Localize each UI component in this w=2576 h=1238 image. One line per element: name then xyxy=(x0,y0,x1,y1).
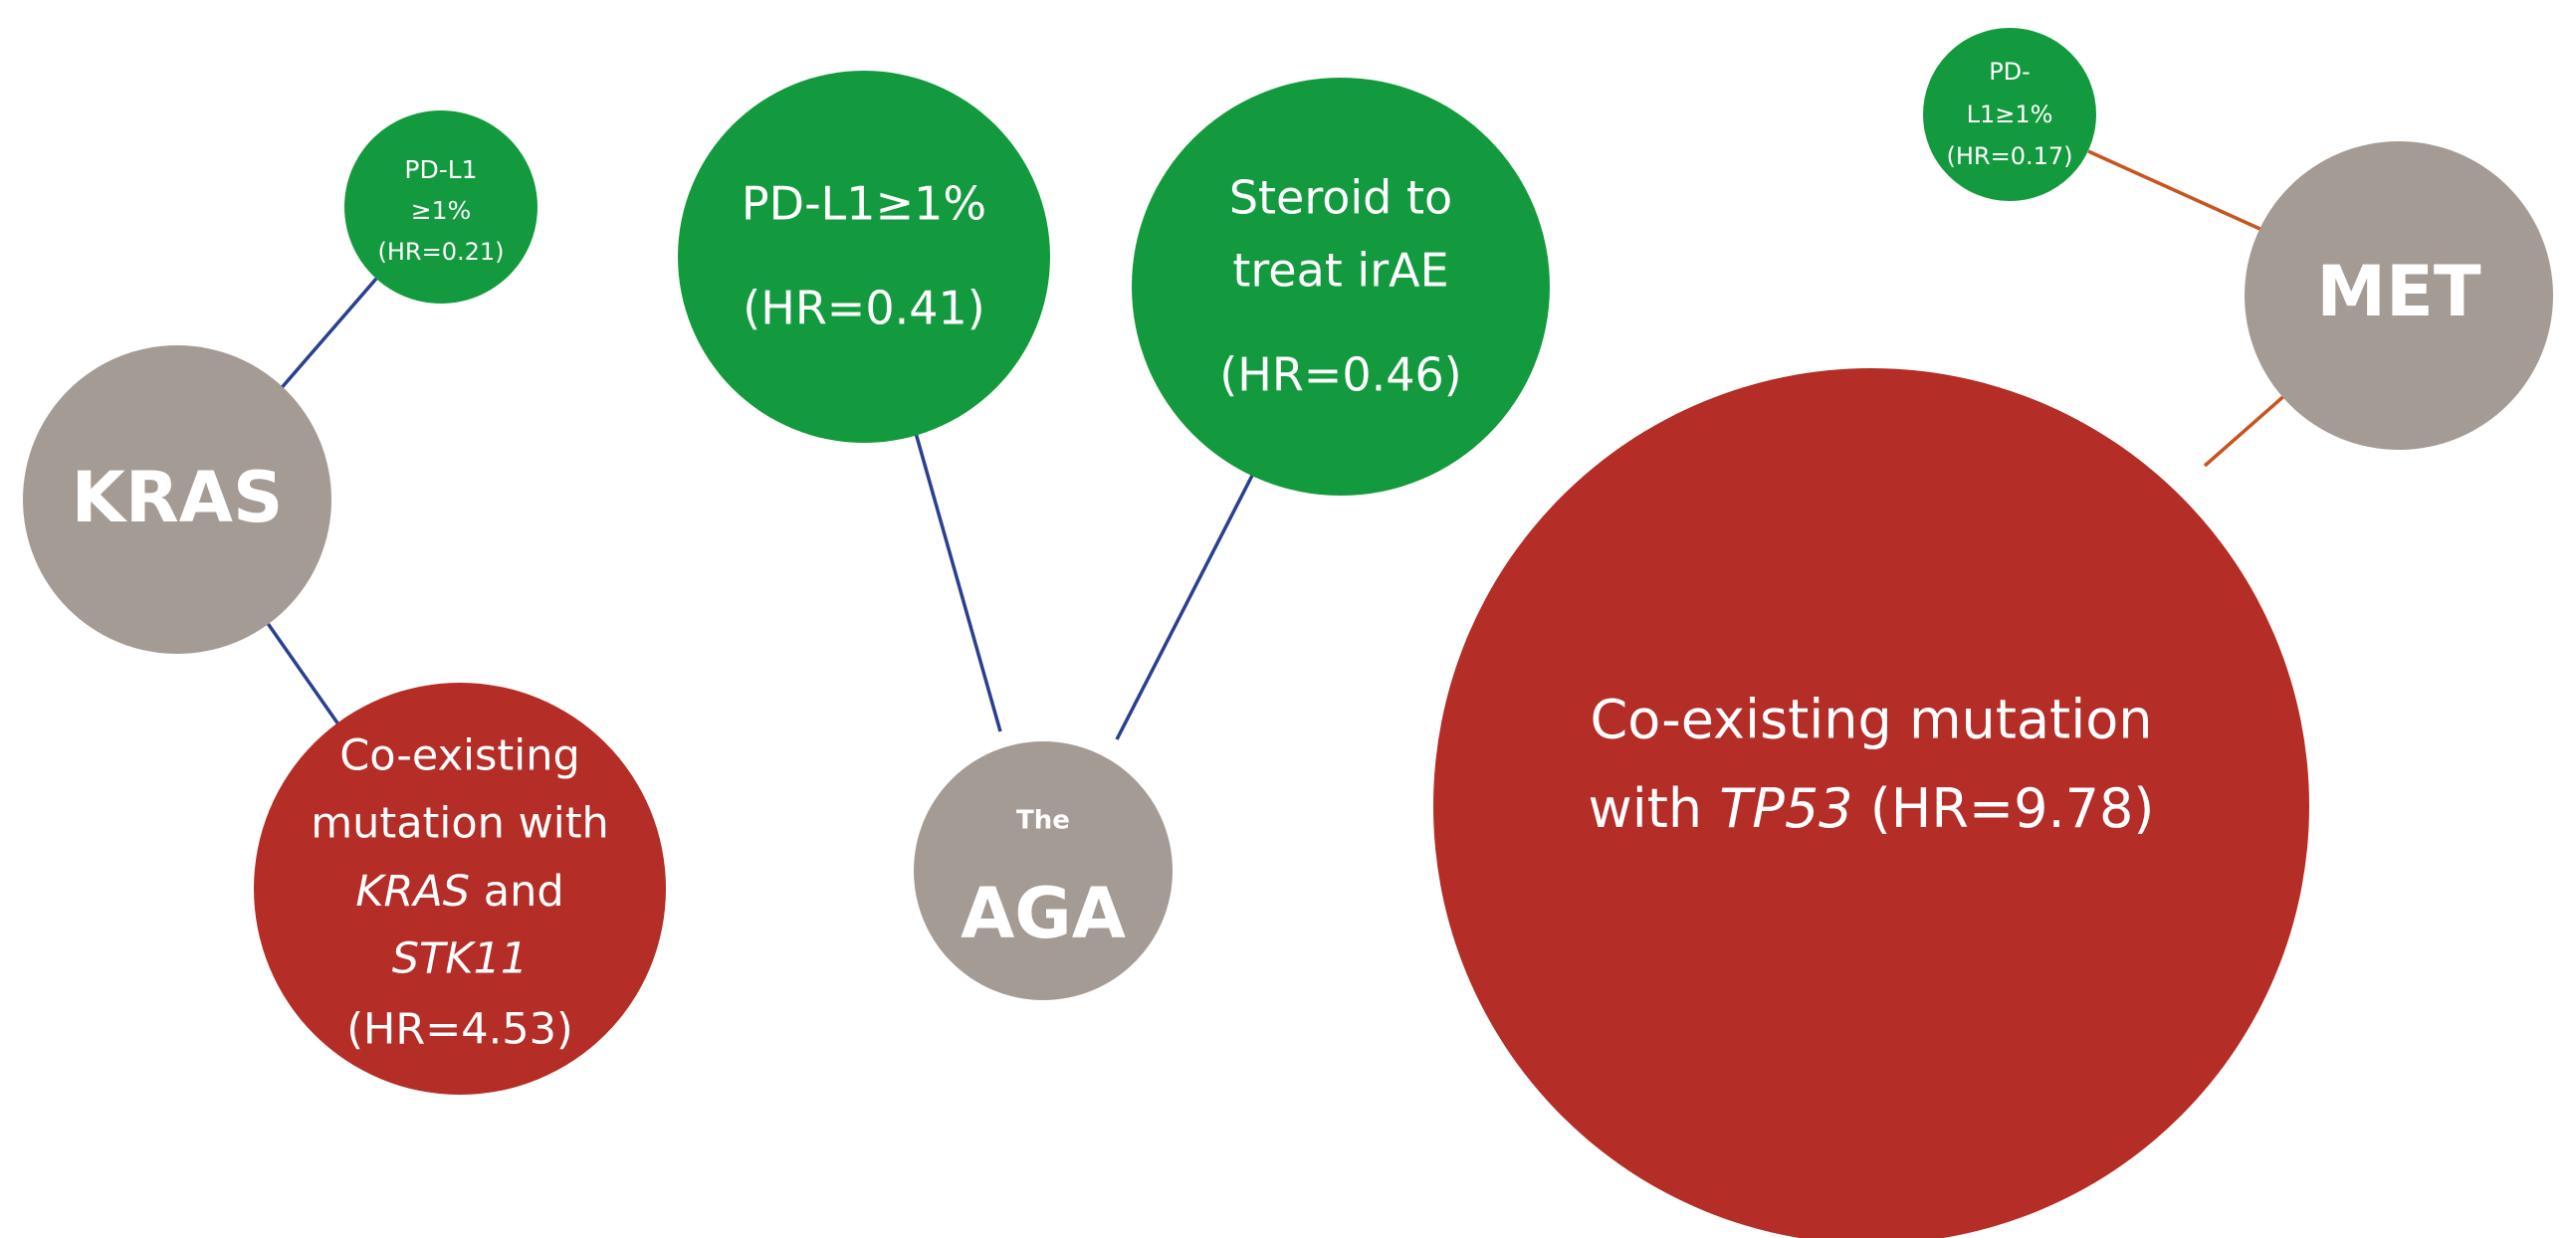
node-met-pdl1-circle xyxy=(1923,28,2096,201)
node-kras-pdl1-circle xyxy=(344,110,537,304)
node-kras-coexist: Co-existing mutation with KRAS and STK11… xyxy=(254,683,666,1095)
hub-aga-circle xyxy=(914,741,1173,1000)
node-aga-steroid-line2: treat irAE xyxy=(1232,244,1448,298)
node-kras-pdl1: PD-L1 ≥1% (HR=0.21) xyxy=(344,110,537,304)
node-aga-steroid-line3: (HR=0.46) xyxy=(1219,348,1461,402)
link-met-tp53 xyxy=(2203,391,2289,468)
node-kras-pdl1-line3: (HR=0.21) xyxy=(378,238,505,266)
node-met-pdl1-line3: (HR=0.17) xyxy=(1947,142,2073,170)
hub-kras-label: KRAS xyxy=(72,457,284,538)
node-kras-coexist-line1: Co-existing xyxy=(339,731,580,781)
node-met-pdl1: PD- L1≥1% (HR=0.17) xyxy=(1923,28,2096,201)
hub-met-circle xyxy=(2245,141,2553,450)
node-kras-coexist-line5: (HR=4.53) xyxy=(346,1005,573,1055)
hub-aga: The AGA xyxy=(914,741,1173,1000)
node-met-pdl1-line2: L1≥1% xyxy=(1967,101,2053,128)
node-aga-pdl1-line2: (HR=0.41) xyxy=(743,282,984,335)
node-met-tp53-line2: with TP53 (HR=9.78) xyxy=(1589,777,2155,840)
node-kras-coexist-line4: STK11 xyxy=(392,934,528,984)
link-kras-coexist xyxy=(265,620,345,733)
hub-met-label: MET xyxy=(2316,251,2480,332)
node-aga-steroid-line1: Steroid to xyxy=(1229,171,1452,225)
node-kras-pdl1-line1: PD-L1 xyxy=(404,155,477,184)
node-aga-pdl1-circle xyxy=(678,71,1050,443)
hub-aga-label-large: AGA xyxy=(961,873,1126,954)
node-aga-steroid-circle xyxy=(1132,78,1550,496)
hub-aga-label-small: The xyxy=(1016,806,1070,836)
node-kras-coexist-circle xyxy=(254,683,666,1095)
hub-kras-circle xyxy=(23,345,331,654)
node-met-tp53-with: with xyxy=(1589,777,1720,840)
node-met-pdl1-line1: PD- xyxy=(1989,58,2031,86)
link-met-pdl1 xyxy=(2087,149,2265,233)
node-aga-pdl1-line1: PD-L1≥1% xyxy=(742,177,986,231)
link-aga-pdl1 xyxy=(914,432,1002,732)
node-kras-coexist-line2: mutation with xyxy=(311,799,609,849)
link-aga-steroid xyxy=(1115,467,1258,740)
node-kras-coexist-and: and xyxy=(470,867,564,917)
hub-met: MET xyxy=(2245,141,2553,450)
hub-kras: KRAS xyxy=(23,345,331,654)
node-met-tp53: Co-existing mutation with TP53 (HR=9.78) xyxy=(1433,368,2309,1238)
node-kras-coexist-line3: KRAS and xyxy=(355,867,563,917)
gene-kras: KRAS xyxy=(355,867,470,917)
node-met-tp53-circle xyxy=(1433,368,2309,1238)
node-aga-pdl1: PD-L1≥1% (HR=0.41) xyxy=(678,71,1050,443)
gene-tp53: TP53 xyxy=(1719,777,1852,840)
node-met-tp53-hr: (HR=9.78) xyxy=(1853,777,2155,840)
link-kras-pdl1 xyxy=(277,277,378,393)
node-kras-pdl1-line2: ≥1% xyxy=(411,196,472,225)
node-aga-steroid: Steroid to treat irAE (HR=0.46) xyxy=(1132,78,1550,496)
node-met-tp53-line1: Co-existing mutation xyxy=(1591,689,2153,751)
